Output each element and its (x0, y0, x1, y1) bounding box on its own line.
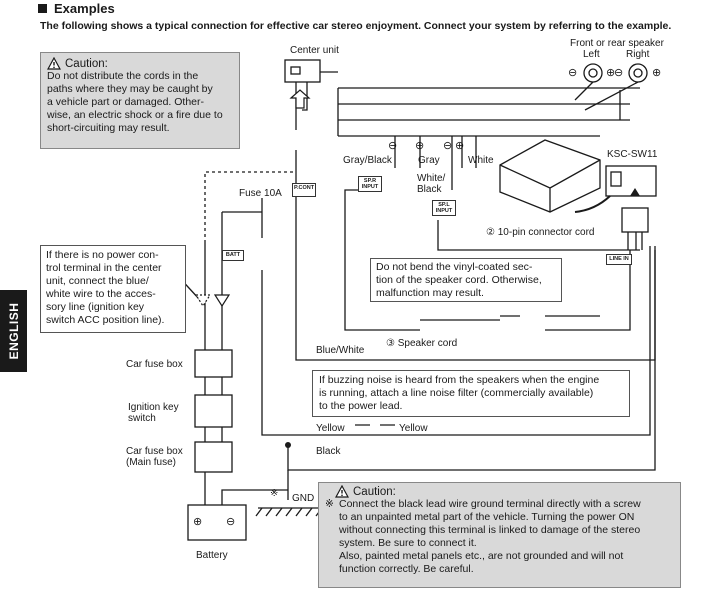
language-tab: ENGLISH (0, 290, 27, 372)
power-note-line-3: unit, connect the blue/ (46, 275, 149, 287)
power-note-line-4: white wire to the acces- (46, 288, 156, 300)
caution-bottom: Caution: ※ Connect the black lead wire g… (318, 482, 681, 588)
noise-note: If buzzing noise is heard from the speak… (312, 370, 630, 417)
ignition-label-1: Ignition key (128, 402, 179, 413)
car-fuse-box-label: Car fuse box (126, 359, 183, 370)
ground-mark: ※ (270, 488, 279, 499)
caution-top: Caution: Do not distribute the cords in … (40, 52, 240, 149)
caution-bottom-lines: Connect the black lead wire ground termi… (339, 498, 641, 576)
power-note-line-2: trol terminal in the center (46, 262, 162, 274)
bend-note-line-1: Do not bend the vinyl-coated sec- (376, 261, 533, 273)
connector-cord-label: ② 10-pin connector cord (486, 227, 595, 238)
caution-bottom-mark: ※ (325, 498, 334, 510)
warning-icon (47, 57, 61, 70)
warning-icon (335, 485, 349, 498)
white-black-label-1: White/ (417, 173, 446, 184)
noise-note-line-1: If buzzing noise is heard from the speak… (319, 374, 600, 386)
bend-note-line-3: malfunction may result. (376, 287, 484, 299)
power-note-line-1: If there is no power con- (46, 249, 159, 261)
intro-text: The following shows a typical connection… (40, 20, 672, 32)
gnd-label: GND (292, 493, 315, 504)
white-black-minus: ⊖ (443, 140, 453, 152)
caution-bottom-body: ※ Connect the black lead wire ground ter… (325, 498, 674, 576)
blue-white-label: Blue/White (316, 345, 365, 356)
caution-top-title: Caution: (65, 57, 108, 70)
battery-label: Battery (196, 550, 228, 561)
spl-input-tag: SP.L INPUT (432, 200, 456, 216)
caution-bottom-line-6: function correctly. Be careful. (339, 563, 474, 575)
caution-top-title-row: Caution: (47, 57, 233, 70)
batt-tag: BATT (222, 250, 244, 261)
black-label: Black (316, 446, 341, 457)
caution-bottom-line-1: Connect the black lead wire ground termi… (339, 498, 641, 510)
right-speaker-minus: ⊖ (614, 67, 624, 79)
left-speaker-minus: ⊖ (568, 67, 578, 79)
power-note: If there is no power con- trol terminal … (40, 245, 186, 333)
noise-note-line-3: to the power lead. (319, 400, 403, 412)
right-speaker-label: Right (626, 49, 650, 60)
battery-plus: ⊕ (193, 516, 203, 528)
yellow-label-2: Yellow (399, 423, 428, 434)
white-plus: ⊕ (455, 140, 465, 152)
center-unit-label: Center unit (290, 45, 339, 56)
spr-input-tag: SP.R INPUT (358, 176, 382, 192)
caution-top-line-4: wise, an electric shock or a fire due to (47, 109, 223, 121)
speaker-cord-label: ③ Speaker cord (386, 338, 458, 349)
ignition-label-2: switch (128, 413, 156, 424)
fuse-label: Fuse 10A (239, 188, 282, 199)
caution-top-line-1: Do not distribute the cords in the (47, 70, 199, 82)
caution-top-line-5: short-circuiting may result. (47, 122, 170, 134)
caution-bottom-title-row: Caution: (335, 485, 674, 498)
caution-bottom-line-4: system. Be sure to connect it. (339, 537, 477, 549)
caution-top-line-2: paths where they may be caught by (47, 83, 213, 95)
yellow-label-1: Yellow (316, 423, 345, 434)
gray-plus: ⊕ (415, 140, 425, 152)
line-in-tag: LINE IN (606, 254, 632, 265)
car-fuse-box-main-label-1: Car fuse box (126, 446, 183, 457)
front-rear-speaker-label: Front or rear speaker (570, 38, 664, 49)
gray-black-minus: ⊖ (388, 140, 398, 152)
caution-top-line-3: a vehicle part or damaged. Other- (47, 96, 204, 108)
noise-note-line-2: is running, attach a line noise filter (… (319, 387, 594, 399)
pcont-tag: P.CONT (292, 183, 316, 197)
power-note-line-6: switch ACC position line). (46, 314, 165, 326)
right-speaker-plus: ⊕ (652, 67, 662, 79)
section-title: Examples (54, 1, 115, 16)
battery-minus: ⊖ (226, 516, 236, 528)
caution-bottom-line-2: to an unpainted metal part of the vehicl… (339, 511, 635, 523)
caution-bottom-line-3: without connecting this terminal is link… (339, 524, 641, 536)
left-speaker-plus: ⊕ (606, 67, 616, 79)
white-label: White (468, 155, 494, 166)
white-black-label-2: Black (417, 184, 442, 195)
gray-label: Gray (418, 155, 440, 166)
center-unit-shape (284, 59, 321, 83)
caution-bottom-line-5: Also, painted metal panels etc., are not… (339, 550, 624, 562)
left-speaker-label: Left (583, 49, 600, 60)
car-fuse-box-main-label-2: (Main fuse) (126, 457, 177, 468)
ksc-label: KSC-SW11 (607, 149, 658, 160)
gray-black-label: Gray/Black (343, 155, 392, 166)
section-heading: Examples (38, 1, 115, 16)
caution-bottom-title: Caution: (353, 485, 396, 498)
power-note-line-5: sory line (ignition key (46, 301, 145, 313)
bend-note: Do not bend the vinyl-coated sec- tion o… (370, 258, 562, 302)
bend-note-line-2: tion of the speaker cord. Otherwise, (376, 274, 542, 286)
